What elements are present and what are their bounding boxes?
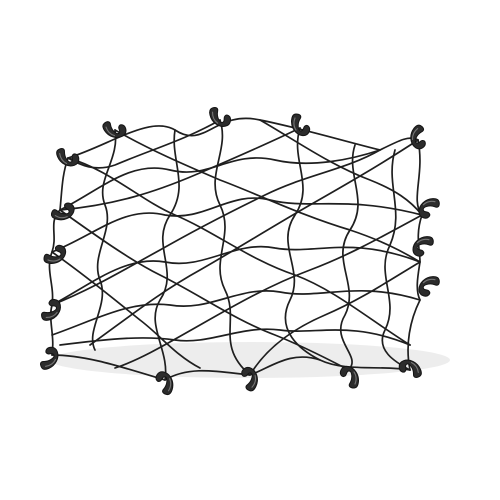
net-cords xyxy=(48,117,423,381)
net-cord xyxy=(67,157,411,346)
net-cord xyxy=(67,119,221,169)
net-cord xyxy=(249,261,421,376)
hook-icon xyxy=(291,113,311,137)
hook-icon xyxy=(418,198,440,219)
net-cord xyxy=(89,139,419,346)
hook-icon xyxy=(418,276,440,297)
net-cord xyxy=(114,129,421,263)
hook-icon xyxy=(398,359,422,378)
net-cord xyxy=(284,127,321,361)
hook-icon xyxy=(50,202,75,221)
net-hooks xyxy=(40,107,440,396)
hook-icon xyxy=(56,148,80,167)
net-cord xyxy=(339,144,359,369)
net-cord xyxy=(51,251,201,369)
net-cord xyxy=(114,214,423,369)
hook-icon xyxy=(410,124,426,150)
hook-icon xyxy=(43,244,67,264)
hook-icon xyxy=(241,366,258,392)
hook-icon xyxy=(102,121,127,138)
net-cord xyxy=(214,119,251,376)
net-cord xyxy=(91,129,117,351)
net-cord xyxy=(381,149,411,371)
net-cord xyxy=(51,197,423,253)
net-cord xyxy=(51,245,421,306)
hook-icon xyxy=(412,236,434,257)
hook-icon xyxy=(40,346,59,370)
net-cord xyxy=(51,149,381,306)
net-cord xyxy=(59,209,346,369)
net-cord xyxy=(59,127,301,211)
net-cord xyxy=(67,117,419,159)
hook-icon xyxy=(339,365,359,389)
net-cord xyxy=(259,119,423,216)
net-cord xyxy=(51,289,421,336)
hook-icon xyxy=(209,107,232,127)
hook-icon xyxy=(41,298,61,321)
hook-icon xyxy=(155,371,174,396)
